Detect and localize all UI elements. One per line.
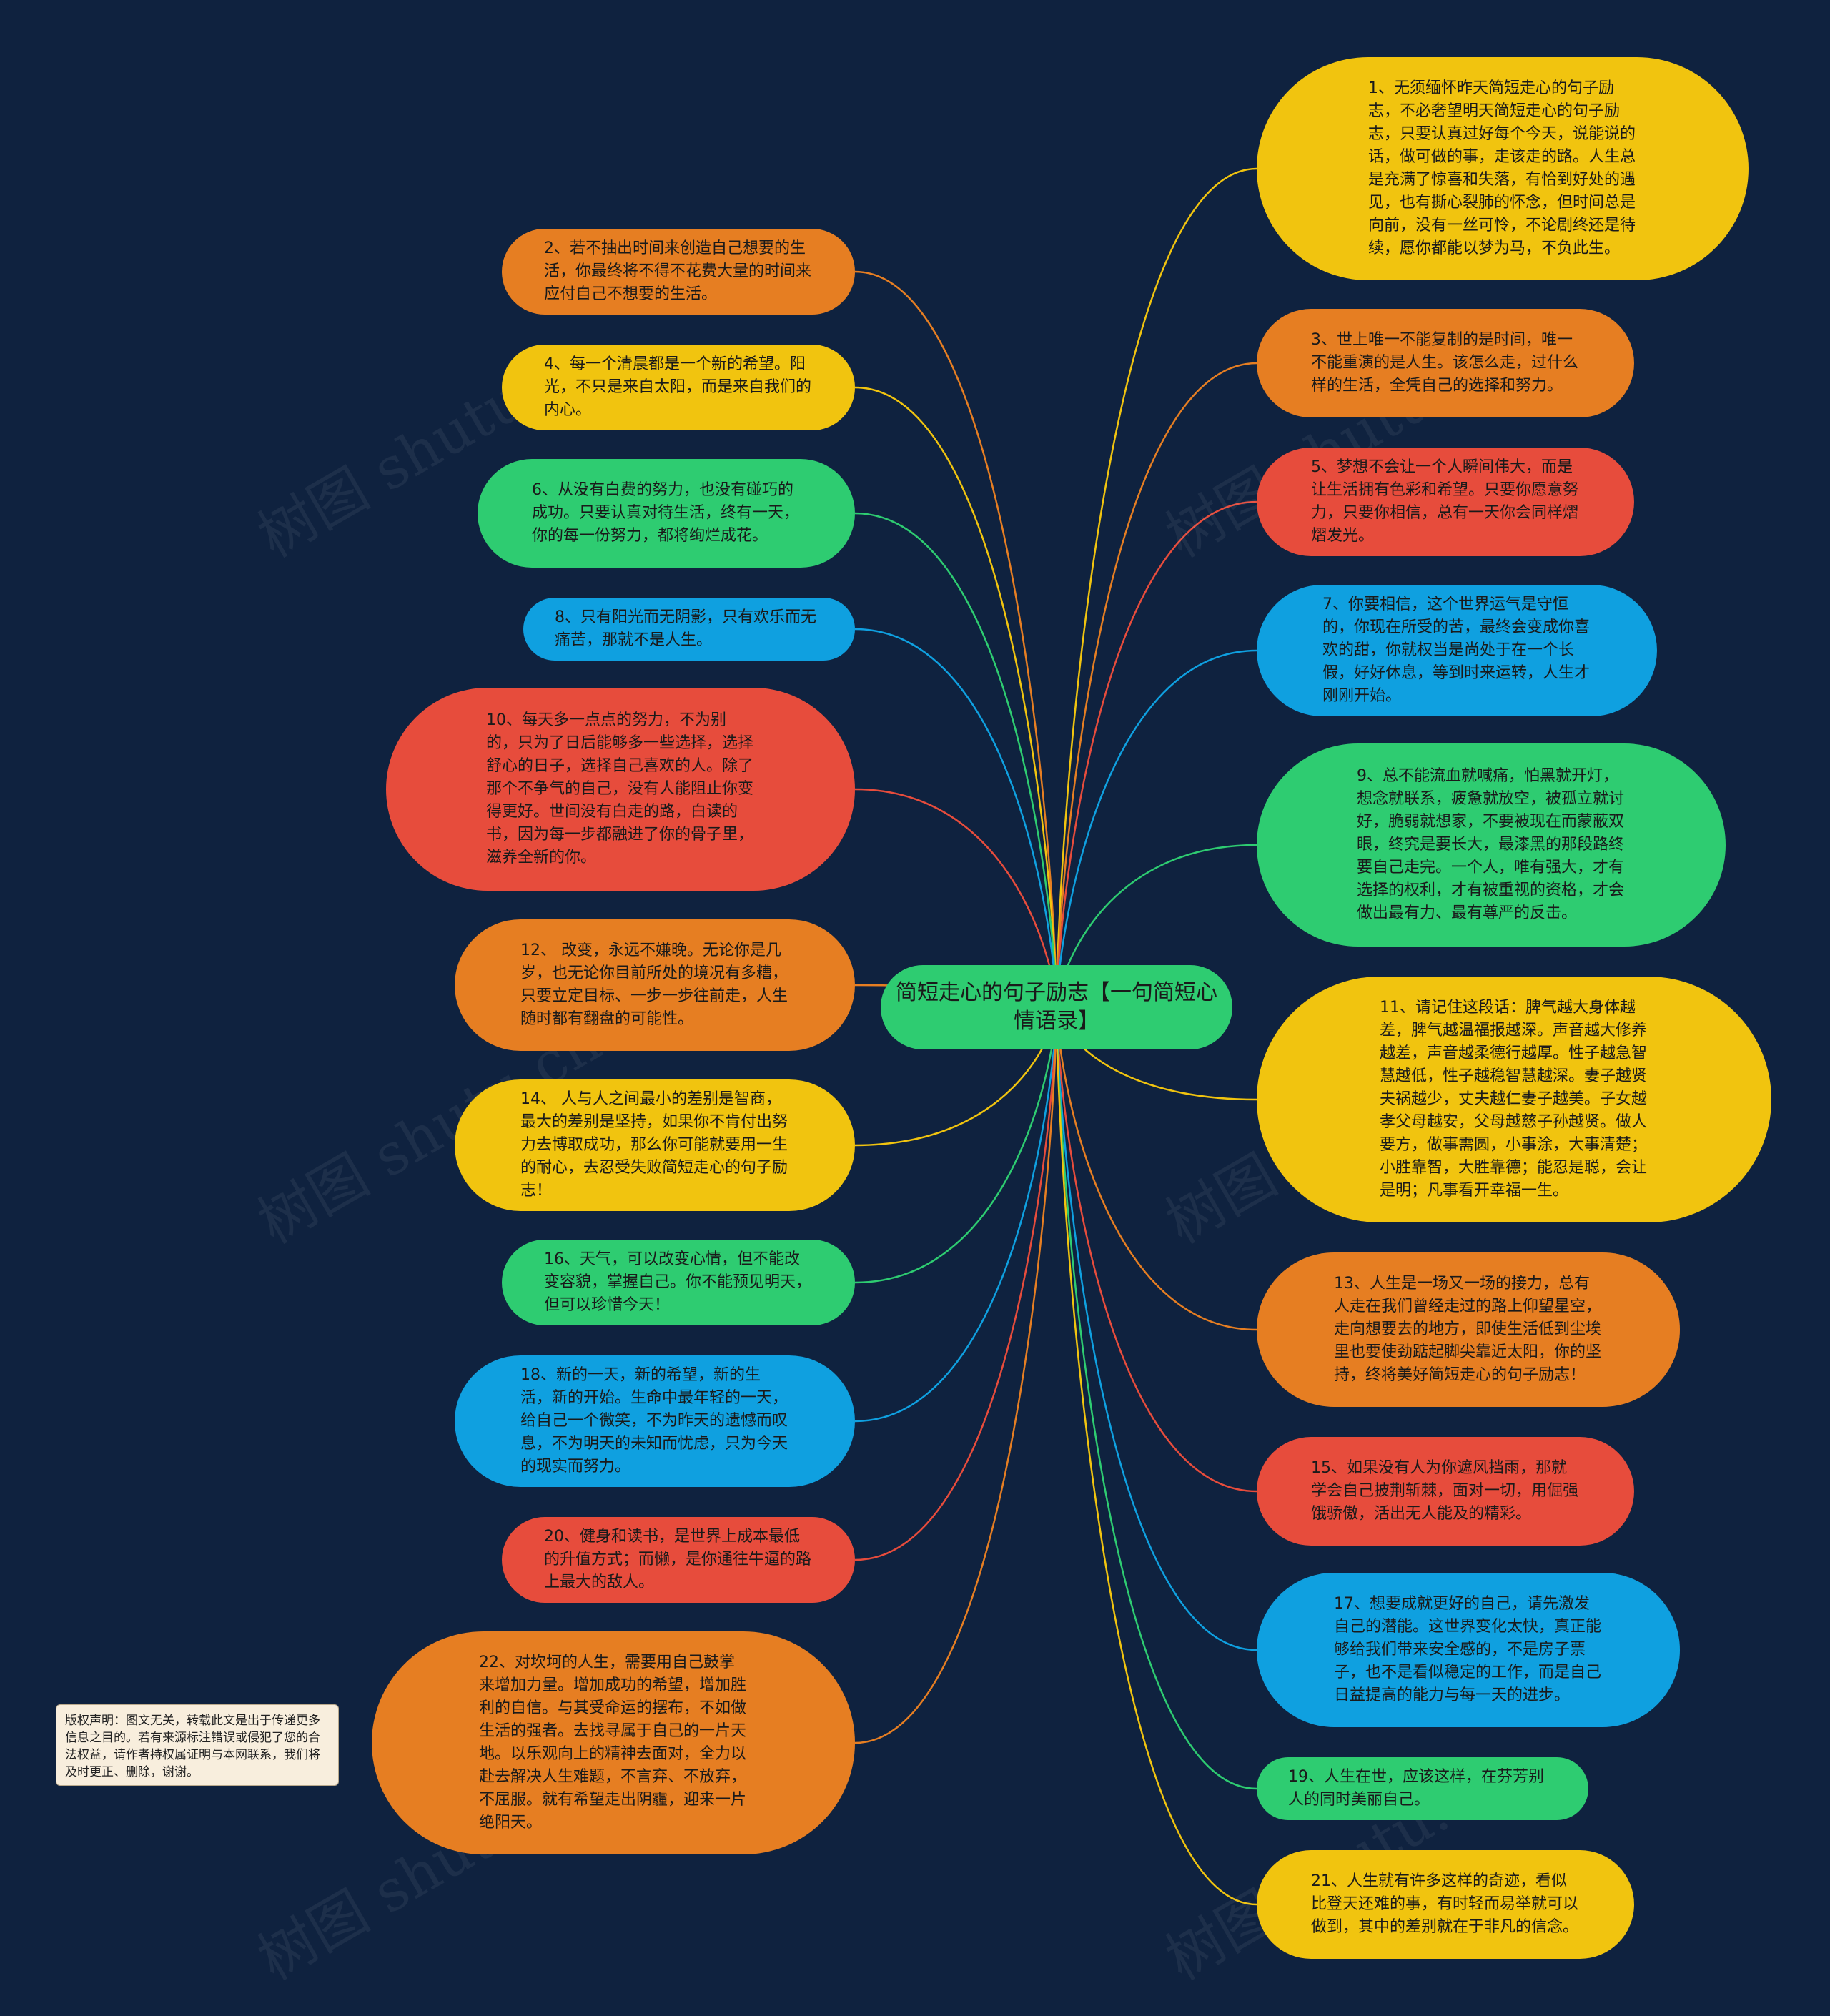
- branch-text: 22、对坎坷的人生，需要用自己鼓掌来增加力量。增加成功的希望，增加胜利的自信。与…: [479, 1654, 747, 1832]
- connector-line: [854, 1007, 1058, 1423]
- branch-node-11[interactable]: 11、请记住这段话：脾气越大身体越差，脾气越温福报越深。声音越大修养越差，声音越…: [1257, 977, 1771, 1222]
- branch-node-2[interactable]: 2、若不抽出时间来创造自己想要的生活，你最终将不得不花费大量的时间来应付自己不想…: [502, 229, 855, 315]
- branch-text: 8、只有阳光而无阴影，只有欢乐而无痛苦，那就不是人生。: [555, 608, 816, 649]
- branch-text: 14、 人与人之间最小的差别是智商，最大的差别是坚持，如果你不肯付出努力去博取成…: [520, 1090, 788, 1200]
- branch-node-20[interactable]: 20、健身和读书，是世界上成本最低的升值方式；而懒，是你通往牛逼的路上最大的敌人…: [502, 1517, 855, 1603]
- branch-text: 10、每天多一点点的努力，不为别的，只为了日后能够多一些选择，选择舒心的日子，选…: [486, 711, 754, 866]
- branch-text: 9、总不能流血就喊痛，怕黑就开灯，想念就联系，疲惫就放空，被孤立就讨好，脆弱就想…: [1357, 767, 1625, 922]
- branch-text: 11、请记住这段话：脾气越大身体越差，脾气越温福报越深。声音越大修养越差，声音越…: [1380, 999, 1648, 1200]
- branch-text: 20、健身和读书，是世界上成本最低的升值方式；而懒，是你通往牛逼的路上最大的敌人…: [544, 1528, 812, 1591]
- connector-line: [1055, 1007, 1257, 1651]
- branch-text: 4、每一个清晨都是一个新的希望。阳光，不只是来自太阳，而是来自我们的内心。: [544, 355, 812, 419]
- connector-line: [1055, 1007, 1257, 1790]
- connector-line: [1055, 1007, 1257, 1906]
- branch-node-16[interactable]: 16、天气，可以改变心情，但不能改变容貌，掌握自己。你不能预见明天，但可以珍惜今…: [502, 1240, 855, 1325]
- branch-node-14[interactable]: 14、 人与人之间最小的差别是智商，最大的差别是坚持，如果你不肯付出努力去博取成…: [455, 1079, 855, 1211]
- branch-node-13[interactable]: 13、人生是一场又一场的接力，总有人走在我们曾经走过的路上仰望星空，走向想要去的…: [1257, 1252, 1680, 1407]
- branch-text: 19、人生在世，应该这样，在芬芳别人的同时美丽自己。: [1288, 1768, 1544, 1809]
- branch-node-18[interactable]: 18、新的一天，新的希望，新的生活，新的开始。生命中最年轻的一天，给自己一个微笑…: [455, 1355, 855, 1487]
- copyright-note: 版权声明：图文无关，转载此文是出于传递更多信息之目的。若有来源标注错误或侵犯了您…: [56, 1704, 339, 1786]
- branch-node-3[interactable]: 3、世上唯一不能复制的是时间，唯一不能重演的是人生。该怎么走，过什么样的生活，全…: [1257, 309, 1634, 417]
- branch-text: 1、无须缅怀昨天简短走心的句子励志，不必奢望明天简短走心的句子励志，只要认真过好…: [1368, 79, 1636, 257]
- branch-node-22[interactable]: 22、对坎坷的人生，需要用自己鼓掌来增加力量。增加成功的希望，增加胜利的自信。与…: [372, 1631, 855, 1854]
- branch-node-5[interactable]: 5、梦想不会让一个人瞬间伟大，而是让生活拥有色彩和希望。只要你愿意努力，只要你相…: [1257, 448, 1634, 556]
- branch-text: 5、梦想不会让一个人瞬间伟大，而是让生活拥有色彩和希望。只要你愿意努力，只要你相…: [1311, 458, 1579, 545]
- branch-node-7[interactable]: 7、你要相信，这个世界运气是守恒的，你现在所受的苦，最终会变成你喜欢的甜，你就权…: [1257, 585, 1657, 716]
- connector-line: [854, 628, 1058, 1008]
- branch-node-1[interactable]: 1、无须缅怀昨天简短走心的句子励志，不必奢望明天简短走心的句子励志，只要认真过好…: [1257, 57, 1749, 280]
- branch-node-17[interactable]: 17、想要成就更好的自己，请先激发自己的潜能。这世界变化太快，真正能够给我们带来…: [1257, 1573, 1680, 1727]
- connector-line: [854, 1007, 1058, 1561]
- branch-node-12[interactable]: 12、 改变，永远不嫌晚。无论你是几岁，也无论你目前所处的境况有多糟，只要立定目…: [455, 919, 855, 1051]
- branch-node-4[interactable]: 4、每一个清晨都是一个新的希望。阳光，不只是来自太阳，而是来自我们的内心。: [502, 345, 855, 430]
- branch-node-8[interactable]: 8、只有阳光而无阴影，只有欢乐而无痛苦，那就不是人生。: [523, 598, 855, 661]
- branch-text: 17、想要成就更好的自己，请先激发自己的潜能。这世界变化太快，真正能够给我们带来…: [1334, 1595, 1602, 1704]
- connector-line: [854, 270, 1058, 1008]
- branch-text: 13、人生是一场又一场的接力，总有人走在我们曾经走过的路上仰望星空，走向想要去的…: [1334, 1275, 1602, 1384]
- connector-line: [854, 386, 1058, 1008]
- branch-node-15[interactable]: 15、如果没有人为你遮风挡雨，那就学会自己披荆斩棘，面对一切，用倔强饿骄傲，活出…: [1257, 1437, 1634, 1546]
- copyright-text: 版权声明：图文无关，转载此文是出于传递更多信息之目的。若有来源标注错误或侵犯了您…: [65, 1714, 320, 1779]
- branch-node-9[interactable]: 9、总不能流血就喊痛，怕黑就开灯，想念就联系，疲惫就放空，被孤立就讨好，脆弱就想…: [1257, 743, 1726, 947]
- connector-line: [1055, 500, 1257, 1008]
- branch-text: 15、如果没有人为你遮风挡雨，那就学会自己披荆斩棘，面对一切，用倔强饿骄傲，活出…: [1311, 1459, 1579, 1523]
- branch-text: 21、人生就有许多这样的奇迹，看似比登天还难的事，有时轻而易举就可以做到，其中的…: [1311, 1872, 1579, 1936]
- connector-line: [854, 1007, 1058, 1744]
- connector-line: [1055, 167, 1257, 1008]
- branch-node-21[interactable]: 21、人生就有许多这样的奇迹，看似比登天还难的事，有时轻而易举就可以做到，其中的…: [1257, 1850, 1634, 1959]
- branch-text: 18、新的一天，新的希望，新的生活，新的开始。生命中最年轻的一天，给自己一个微笑…: [520, 1366, 788, 1476]
- connector-line: [854, 512, 1058, 1008]
- connector-line: [1055, 1007, 1257, 1493]
- branch-node-6[interactable]: 6、从没有白费的努力，也没有碰巧的成功。只要认真对待生活，终有一天，你的每一份努…: [478, 459, 855, 568]
- branch-text: 3、世上唯一不能复制的是时间，唯一不能重演的是人生。该怎么走，过什么样的生活，全…: [1311, 331, 1579, 395]
- branch-node-10[interactable]: 10、每天多一点点的努力，不为别的，只为了日后能够多一些选择，选择舒心的日子，选…: [386, 688, 855, 891]
- root-topic-label: 简短走心的句子励志【一句简短心情语录】: [896, 980, 1217, 1034]
- branch-text: 16、天气，可以改变心情，但不能改变容貌，掌握自己。你不能预见明天，但可以珍惜今…: [544, 1250, 812, 1314]
- branch-text: 7、你要相信，这个世界运气是守恒的，你现在所受的苦，最终会变成你喜欢的甜，你就权…: [1322, 596, 1591, 705]
- root-topic[interactable]: 简短走心的句子励志【一句简短心情语录】: [881, 965, 1232, 1049]
- branch-text: 12、 改变，永远不嫌晚。无论你是几岁，也无论你目前所处的境况有多糟，只要立定目…: [520, 942, 788, 1028]
- branch-text: 2、若不抽出时间来创造自己想要的生活，你最终将不得不花费大量的时间来应付自己不想…: [544, 239, 812, 303]
- branch-text: 6、从没有白费的努力，也没有碰巧的成功。只要认真对待生活，终有一天，你的每一份努…: [532, 481, 800, 545]
- connector-line: [1055, 362, 1257, 1008]
- branch-node-19[interactable]: 19、人生在世，应该这样，在芬芳别人的同时美丽自己。: [1257, 1757, 1588, 1820]
